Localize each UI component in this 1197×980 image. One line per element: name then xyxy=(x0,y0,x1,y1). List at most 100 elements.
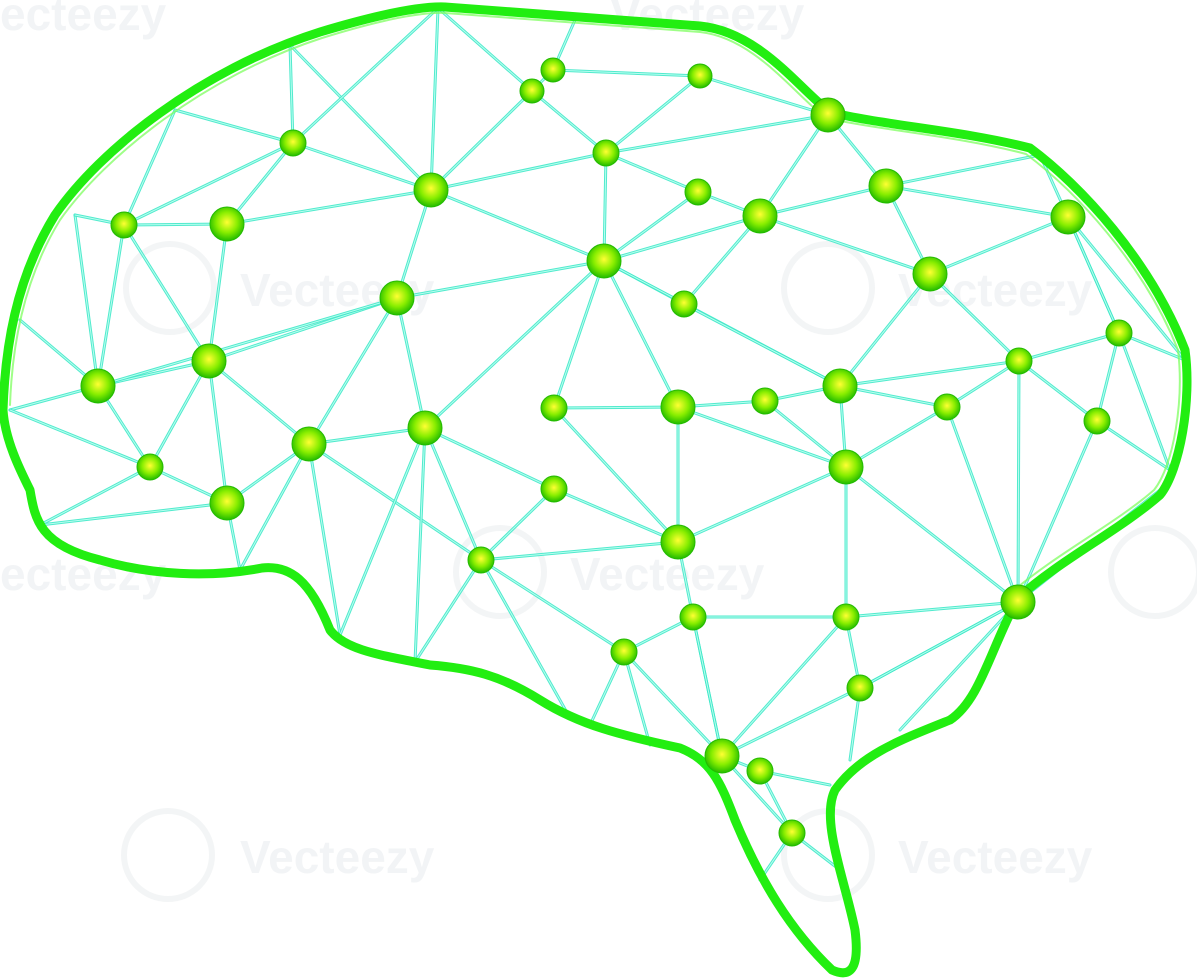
network-edge xyxy=(758,214,932,276)
network-node xyxy=(540,475,568,503)
network-node xyxy=(704,738,740,774)
network-edge xyxy=(602,151,608,263)
network-edge xyxy=(479,558,572,720)
network-edge xyxy=(530,89,608,155)
network-edge xyxy=(945,359,1021,409)
network-edge xyxy=(858,600,1020,690)
network-edge xyxy=(38,501,229,527)
network-edge xyxy=(291,141,433,192)
network-edge xyxy=(844,600,1020,619)
network-node xyxy=(291,426,327,462)
network-node xyxy=(407,410,443,446)
network-node xyxy=(828,449,864,485)
network-edge xyxy=(207,359,311,446)
network-node xyxy=(110,211,138,239)
network-edge xyxy=(423,259,606,430)
network-node xyxy=(660,389,696,425)
network-edge xyxy=(395,259,606,300)
network-node xyxy=(519,78,545,104)
network-node xyxy=(912,256,948,292)
network-edge xyxy=(413,426,427,664)
network-edge xyxy=(413,558,483,664)
network-edge xyxy=(602,190,700,263)
network-edge xyxy=(838,384,949,409)
network-edge xyxy=(622,650,652,747)
watermark: Vecteezy xyxy=(121,808,435,902)
network-edge xyxy=(928,215,1070,276)
network-node xyxy=(846,674,874,702)
network-node xyxy=(80,368,116,404)
network-edge xyxy=(1017,331,1121,363)
network-node xyxy=(379,280,415,316)
network-node xyxy=(1005,347,1033,375)
network-edge xyxy=(38,465,152,527)
watermark-logo-icon xyxy=(123,241,217,335)
network-nodes xyxy=(80,57,1133,847)
network-node xyxy=(684,178,712,206)
network-edge xyxy=(225,188,433,226)
network-node xyxy=(136,453,164,481)
network-edge xyxy=(122,108,177,227)
network-edge xyxy=(604,151,700,194)
network-edge xyxy=(945,405,1020,604)
network-edge xyxy=(288,43,433,192)
network-edge xyxy=(552,406,680,544)
network-edge xyxy=(622,650,724,758)
network-edge xyxy=(122,141,295,227)
network-edge xyxy=(307,426,427,446)
network-edge xyxy=(307,296,399,446)
network-edge xyxy=(1095,331,1121,423)
network-edge xyxy=(291,6,440,145)
network-edge xyxy=(1017,359,1099,423)
network-edge xyxy=(122,223,211,363)
network-node xyxy=(679,603,707,631)
watermark: ecteezy xyxy=(0,0,167,40)
network-node xyxy=(746,757,774,785)
network-edge xyxy=(552,405,680,410)
network-edge xyxy=(73,213,100,388)
network-node xyxy=(933,393,961,421)
network-node xyxy=(191,343,227,379)
network-node xyxy=(1000,584,1036,620)
network-edge xyxy=(691,615,724,758)
watermark: Vecteezy xyxy=(453,525,765,619)
network-edge xyxy=(423,426,483,562)
network-edge xyxy=(307,442,342,637)
network-edge xyxy=(676,405,848,469)
network-edge xyxy=(884,184,1070,219)
watermark-text: Vecteezy xyxy=(570,548,765,600)
network-edge xyxy=(552,259,606,410)
network-edge xyxy=(720,615,848,758)
network-edge xyxy=(429,151,608,192)
network-edge xyxy=(898,600,1020,732)
watermark-text: Vecteezy xyxy=(898,831,1093,883)
watermark-logo-icon xyxy=(1108,525,1197,619)
network-node xyxy=(209,485,245,521)
watermark-layer: ecteezy Vecteezy Vecteezy Vecteezy ectee… xyxy=(0,0,1197,902)
network-edge xyxy=(838,359,1021,388)
network-node xyxy=(822,368,858,404)
network-node xyxy=(592,139,620,167)
network-edge xyxy=(884,153,1042,188)
network-edge xyxy=(1066,215,1121,335)
network-node xyxy=(810,97,846,133)
network-edge xyxy=(602,214,762,263)
network-edge xyxy=(676,465,848,544)
network-node xyxy=(1050,199,1086,235)
network-edge xyxy=(96,223,126,388)
network-edge xyxy=(338,426,427,637)
network-edge xyxy=(288,43,295,145)
network-edge xyxy=(479,487,556,562)
network-edge xyxy=(928,272,1021,363)
network-edge xyxy=(1016,419,1099,604)
network-node xyxy=(279,129,307,157)
network-edge xyxy=(551,68,702,78)
watermark-logo-icon xyxy=(781,241,875,335)
network-edge xyxy=(429,6,440,192)
network-node xyxy=(1105,319,1133,347)
network-edge xyxy=(207,359,229,505)
network-edge xyxy=(8,408,152,469)
